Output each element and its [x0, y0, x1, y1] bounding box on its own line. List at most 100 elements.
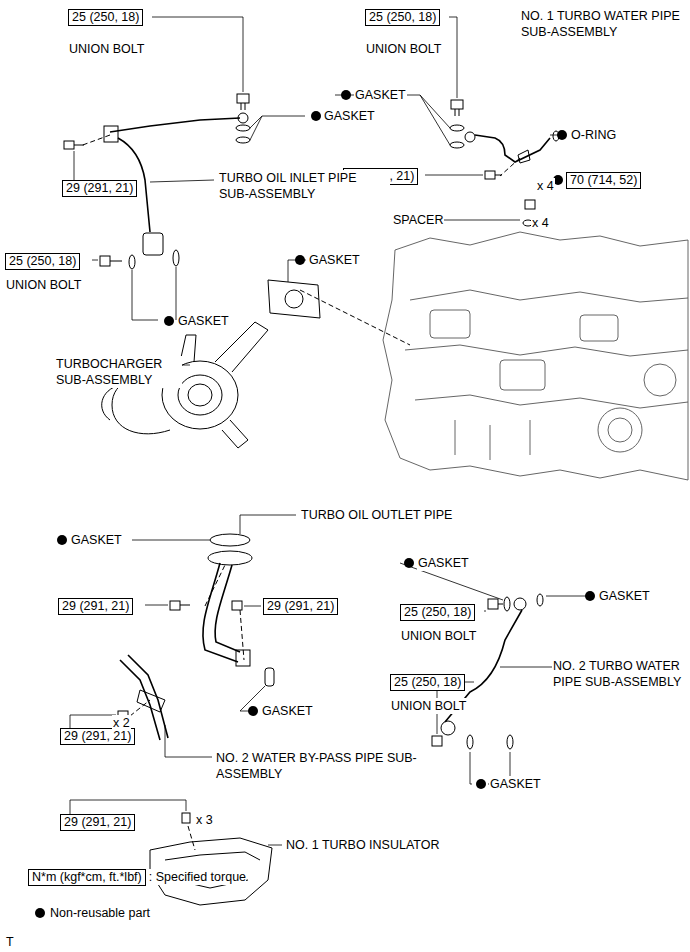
torque-box: 25 (250, 18)	[5, 253, 80, 270]
water-pipe-1	[451, 100, 463, 109]
part-label: TURBO OIL INLET PIPE SUB-ASSEMBLY	[218, 170, 390, 202]
leader-line	[152, 17, 243, 92]
water-pipe-1	[450, 125, 464, 131]
water-pipe-1	[485, 171, 495, 179]
water-pipe-1	[450, 100, 559, 226]
mounting-line	[80, 135, 110, 146]
part-label: GASKET	[177, 313, 230, 329]
oil-outlet-pipe	[236, 650, 250, 666]
union-bolt	[236, 137, 250, 143]
water-bypass-pipe	[265, 668, 274, 686]
torque-value: 25 (250, 18)	[404, 605, 471, 619]
water-pipe-2	[441, 721, 455, 735]
leader-line	[145, 605, 168, 606]
engine-block	[405, 345, 688, 356]
turbocharger	[102, 385, 120, 420]
oil-outlet-pipe	[215, 565, 240, 652]
non-reusable-dot	[476, 779, 486, 789]
leader-line	[244, 606, 261, 607]
leader-line	[268, 845, 282, 846]
water-pipe-2	[498, 604, 503, 605]
water-pipe-2	[488, 599, 498, 609]
torque-box: 25 (250, 18)	[365, 9, 440, 26]
mounting-line	[80, 135, 520, 850]
oil-outlet-pipe	[170, 534, 252, 666]
non-reusable-dot	[295, 255, 305, 265]
water-pipe-1	[518, 150, 530, 163]
water-pipe-1	[455, 109, 459, 116]
engine-block	[608, 418, 632, 442]
water-pipe-2	[504, 597, 510, 611]
part-label: O-RING	[570, 127, 617, 143]
part-label: UNION BOLT	[365, 41, 442, 57]
engine-block	[383, 232, 688, 480]
torque-value: 29 (291, 21)	[64, 815, 131, 829]
oil-outlet-pipe	[208, 551, 252, 565]
mounting-line	[188, 826, 195, 850]
part-label: GASKET	[354, 87, 407, 103]
oil-outlet-pipe	[232, 601, 242, 610]
water-pipe-2	[514, 598, 526, 610]
part-label: SPACER	[392, 212, 444, 228]
engine-block	[644, 364, 676, 396]
part-label: x 4	[531, 215, 550, 231]
turbocharger	[178, 375, 222, 415]
mounting-line	[130, 700, 150, 716]
torque-value: 29 (291, 21)	[267, 599, 334, 613]
torque-value: 25 (250, 18)	[394, 675, 461, 689]
torque-box: 29 (291, 21)	[263, 598, 338, 615]
leader-line	[70, 17, 592, 845]
water-pipe-2	[467, 735, 473, 749]
union-bolt	[64, 141, 74, 149]
engine-block	[410, 290, 688, 302]
oil-outlet-pipe	[210, 534, 250, 546]
water-pipe-1	[475, 135, 550, 162]
union-bolt	[110, 261, 122, 262]
oil-outlet-pipe	[180, 605, 190, 606]
oil-inlet-pipe	[143, 233, 163, 255]
torque-value: 25 (250, 18)	[72, 10, 139, 24]
part-label: x 4	[536, 178, 555, 194]
gasket-plate	[268, 280, 320, 318]
water-pipe-1	[465, 132, 475, 142]
torque-value: 25 (250, 18)	[9, 254, 76, 268]
part-label: TURBO OIL OUTLET PIPE	[300, 507, 453, 523]
torque-box: 25 (250, 18)	[68, 9, 143, 26]
leader-line	[70, 715, 116, 728]
part-label: UNION BOLT	[400, 628, 477, 644]
leader-line	[250, 116, 305, 140]
leader-line	[500, 667, 553, 668]
oil-outlet-pipe	[170, 601, 180, 610]
legend-text: Non-reusable part	[50, 905, 150, 921]
water-pipe-1	[495, 175, 502, 176]
union-bolt	[100, 256, 110, 266]
legend-text: : Specified torque	[149, 869, 246, 885]
leader-line	[74, 151, 75, 180]
union-bolt	[237, 94, 249, 103]
part-label: TURBOCHARGER SUB-ASSEMBLY	[55, 356, 182, 388]
part-label: x 2	[112, 715, 131, 731]
part-label: NO. 2 WATER BY-PASS PIPE SUB-ASSEMBLY	[215, 750, 422, 782]
water-pipe-2	[507, 735, 513, 749]
engine-block	[383, 232, 688, 480]
non-reusable-dot	[341, 90, 351, 100]
torque-value: 29 (291, 21)	[62, 599, 129, 613]
turbo-insulator	[150, 813, 272, 905]
non-reusable-dot	[164, 316, 174, 326]
leader-line	[484, 611, 486, 612]
part-label: GASKET	[598, 588, 651, 604]
oil-outlet-pipe	[203, 563, 238, 662]
leader-line	[132, 540, 210, 541]
non-reusable-dot	[311, 111, 321, 121]
water-pipe-2	[432, 736, 442, 746]
leader-line	[425, 175, 483, 176]
part-label: UNION BOLT	[68, 41, 145, 57]
part-label: GASKET	[323, 108, 376, 124]
non-reusable-dot	[35, 908, 45, 918]
engine-block	[580, 315, 618, 341]
leader-line	[132, 267, 176, 320]
leader-line	[240, 515, 296, 534]
part-label: GASKET	[261, 703, 314, 719]
oil-inlet-pipe	[104, 126, 118, 142]
